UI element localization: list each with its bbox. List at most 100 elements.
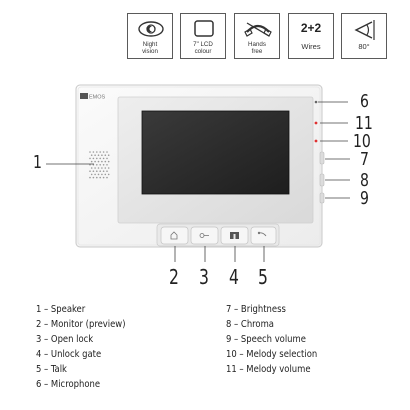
grille-hole <box>97 154 100 156</box>
grille-hole <box>90 173 93 176</box>
monitor-button-icon <box>170 231 178 240</box>
callout-7: 7 <box>360 149 369 170</box>
grille-hole <box>89 170 91 172</box>
grille-hole <box>101 167 103 169</box>
feature-label-line2: colour <box>194 48 212 55</box>
grille-hole <box>99 176 101 179</box>
grille-hole <box>89 151 91 153</box>
grille-hole <box>96 151 98 153</box>
grille-hole <box>96 176 98 179</box>
wires-label: Wires <box>301 42 321 51</box>
grille-hole <box>97 167 100 169</box>
feature-label-line1: Hands <box>248 41 266 48</box>
grille-hole <box>90 160 93 163</box>
legend-item-monitor: 2 – Monitor (preview) <box>36 319 126 330</box>
feature-night-vision: Night vision <box>127 13 173 59</box>
callout-3: 3 <box>199 265 209 289</box>
lcd-screen-icon <box>194 20 214 37</box>
grille-hole <box>102 170 105 172</box>
legend-item-open-lock: 3 – Open lock <box>36 334 94 345</box>
grille-hole <box>101 160 103 163</box>
callout-5: 5 <box>258 265 268 289</box>
feature-wires: 2+2 Wires <box>288 13 334 59</box>
grille-hole <box>106 170 108 172</box>
legend-item-melody-selection: 10 – Melody selection <box>226 349 318 360</box>
grille-hole <box>89 157 91 160</box>
legend-item-speech-volume: 9 – Speech volume <box>226 334 306 345</box>
grille-hole <box>96 164 98 166</box>
feature-hands-free: Hands free <box>234 13 280 59</box>
grille-hole <box>104 160 107 163</box>
grille-hole <box>102 151 105 153</box>
legend-item-chroma: 8 – Chroma <box>226 319 274 330</box>
grille-hole <box>92 170 95 172</box>
feature-angle: 80° <box>341 13 387 59</box>
feature-label-line2: vision <box>142 48 158 55</box>
grille-hole <box>107 160 110 163</box>
eye-night-icon <box>138 21 164 37</box>
grille-hole <box>106 157 108 160</box>
feature-label-line2: free <box>251 48 263 55</box>
grille-hole <box>96 157 98 160</box>
indicator-leds <box>314 100 318 143</box>
legend-item-microphone: 6 – Microphone <box>36 379 101 390</box>
callout-4: 4 <box>229 265 239 289</box>
feature-label-line1: 7" LCD <box>193 41 213 48</box>
grille-hole <box>99 151 101 153</box>
callout-6: 6 <box>360 91 369 112</box>
lcd-screen <box>141 110 290 195</box>
grille-hole <box>99 164 101 166</box>
button-panel <box>156 223 280 247</box>
grille-hole <box>99 157 101 160</box>
grille-hole <box>104 167 107 169</box>
brand-logo: EMOS <box>80 93 106 101</box>
callout-9: 9 <box>360 188 369 209</box>
grille-hole <box>90 167 93 169</box>
grille-hole <box>94 173 96 176</box>
callout-1: 1 <box>33 152 42 173</box>
monitor-drawing: EMOS <box>46 84 350 262</box>
grille-hole <box>92 176 95 179</box>
grille-hole <box>106 164 108 166</box>
grille-hole <box>107 167 110 169</box>
grille-hole <box>102 176 105 179</box>
grille-hole <box>102 157 105 160</box>
grille-hole <box>90 154 93 156</box>
feature-label-line1: Night <box>142 41 158 48</box>
feature-icons-row: Night vision 7" LCD colour Hands free 2+… <box>0 0 410 66</box>
side-controls <box>319 151 325 204</box>
feature-lcd: 7" LCD colour <box>180 13 226 59</box>
grille-hole <box>107 154 110 156</box>
callout-leaders <box>46 101 350 262</box>
grille-hole <box>97 160 100 163</box>
grille-hole <box>99 170 101 172</box>
grille-hole <box>96 170 98 172</box>
grille-hole <box>104 154 107 156</box>
grille-hole <box>106 151 108 153</box>
grille-hole <box>101 154 103 156</box>
grille-hole <box>107 173 110 176</box>
angle-label: 80° <box>358 42 370 51</box>
callout-8: 8 <box>360 170 369 191</box>
wires-title: 2+2 <box>300 21 322 35</box>
grille-hole <box>94 167 96 169</box>
angle-icon <box>354 20 375 40</box>
grille-hole <box>101 173 103 176</box>
legend-item-melody-volume: 11 – Melody volume <box>226 364 311 375</box>
legend-item-unlock-gate: 4 – Unlock gate <box>36 349 102 360</box>
legend-item-brightness: 7 – Brightness <box>226 304 286 315</box>
grille-hole <box>94 160 96 163</box>
grille-hole <box>102 164 105 166</box>
callout-10: 10 <box>353 131 371 152</box>
hands-free-icon <box>244 22 272 37</box>
grille-hole <box>97 173 100 176</box>
legend-item-talk: 5 – Talk <box>36 364 67 375</box>
grille-hole <box>106 176 108 179</box>
callout-11: 11 <box>355 113 373 134</box>
brand-text: EMOS <box>89 95 106 101</box>
monitor-device: EMOS <box>33 84 373 289</box>
grille-hole <box>92 151 95 153</box>
legend-item-speaker: 1 – Speaker <box>36 304 86 315</box>
callout-2: 2 <box>169 265 179 289</box>
grille-hole <box>94 154 96 156</box>
